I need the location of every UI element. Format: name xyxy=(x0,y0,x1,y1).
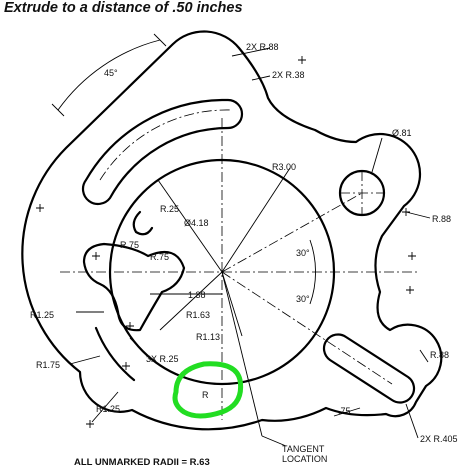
green-highlight-circle xyxy=(172,361,244,419)
dim-dia-81: Ø.81 xyxy=(392,128,412,138)
dim-2x-r88: 2X R.88 xyxy=(246,42,279,52)
dim-dia-418: Ø4.18 xyxy=(184,218,209,228)
dim-angle-30-top: 30° xyxy=(296,248,310,258)
cross-markers xyxy=(36,56,416,428)
dim-r-unknown: R xyxy=(202,390,209,400)
tangent-label: TANGENT xyxy=(282,444,325,454)
dim-r163: R1.63 xyxy=(186,310,210,320)
lower-left-inner-arc xyxy=(94,326,136,382)
dim-2x-r38: 2X R.38 xyxy=(272,70,305,80)
dim-angle-30-bottom: 30° xyxy=(296,294,310,304)
location-label: LOCATION xyxy=(282,454,327,464)
lower-right-slot xyxy=(322,333,416,404)
dim-r125-left: R1.25 xyxy=(30,310,54,320)
dim-r113: R1.13 xyxy=(196,332,220,342)
left-cam-cutout xyxy=(82,242,186,332)
dim-r175: R1.75 xyxy=(36,360,60,370)
upper-arc-slot xyxy=(81,98,244,206)
dim-r125-bottom: R1.25 xyxy=(96,404,120,414)
dim-r75-left: R.75 xyxy=(120,240,139,250)
dim-2x-r405: 2X R.405 xyxy=(420,434,458,444)
dim-r300: R3.00 xyxy=(272,162,296,172)
dim-3x-r25: 3X R.25 xyxy=(146,354,179,364)
dim-angle-45: 45° xyxy=(104,68,118,78)
drawing-title: Extrude to a distance of .50 inches xyxy=(4,0,243,16)
dim-len-75: .75 xyxy=(338,406,351,416)
center-lines xyxy=(60,109,420,420)
dimension-lines xyxy=(51,33,431,447)
dim-r88-right: R.88 xyxy=(432,214,451,224)
dim-r75-right: R.75 xyxy=(150,252,169,262)
outer-profile xyxy=(21,30,443,431)
dim-r25-top: R.25 xyxy=(160,204,179,214)
dim-r88-lower: R.88 xyxy=(430,350,449,360)
dim-len-138: 1.38 xyxy=(188,290,206,300)
footnote: ALL UNMARKED RADII = R.63 xyxy=(74,457,210,468)
upper-left-notch xyxy=(132,210,154,236)
